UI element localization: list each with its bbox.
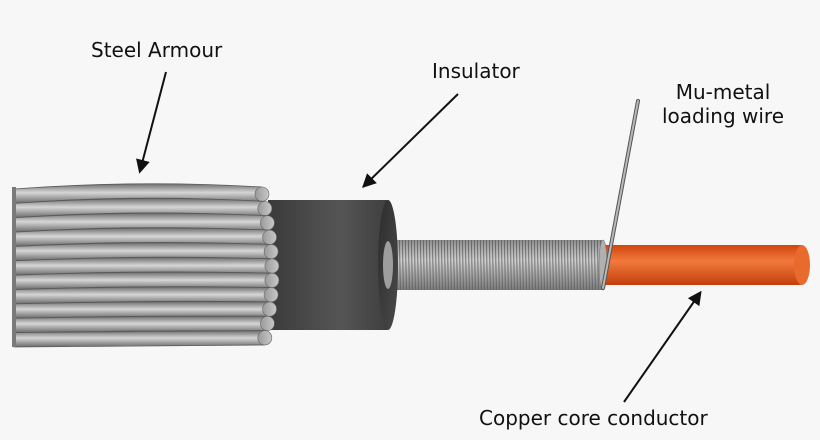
steel-armour: [12, 183, 280, 348]
armour-strand-end: [260, 215, 275, 231]
copper-core-conductor: [600, 245, 810, 285]
armour-strand-end: [262, 229, 277, 245]
mu-metal-label-line2: loading wire: [661, 104, 785, 128]
armour-strand: [13, 315, 268, 334]
armour-strand-end: [262, 301, 277, 317]
copper-core-conductor-label: Copper core conductor: [479, 406, 708, 430]
armour-strand-end: [257, 201, 273, 217]
insulator: [268, 200, 398, 330]
armour-strand-end: [260, 315, 275, 331]
armour-left-edge: [12, 187, 16, 347]
armour-strand-end: [264, 258, 280, 274]
armour-strand-end: [257, 330, 273, 346]
mu-metal-label-line1: Mu-metal: [675, 80, 771, 104]
steel-armour-label: Steel Armour: [91, 38, 223, 62]
armour-strand-end: [263, 244, 279, 260]
armour-strand: [13, 330, 266, 348]
armour-strand: [13, 301, 270, 319]
mu-metal-loading-wire-label: Mu-metal loading wire: [644, 80, 802, 128]
arrow-icon-steel-armour: [136, 71, 167, 174]
armour-strand-end: [263, 287, 279, 303]
insulator-label: Insulator: [432, 59, 520, 83]
armour-strand-end: [254, 186, 270, 202]
loading-wire-lead: [601, 99, 640, 290]
arrow-icon-copper-core: [623, 290, 702, 403]
arrow-icon-insulator: [361, 93, 459, 188]
mu-metal-loading-wire-coil: [388, 239, 608, 291]
armour-strand-end: [264, 272, 280, 288]
